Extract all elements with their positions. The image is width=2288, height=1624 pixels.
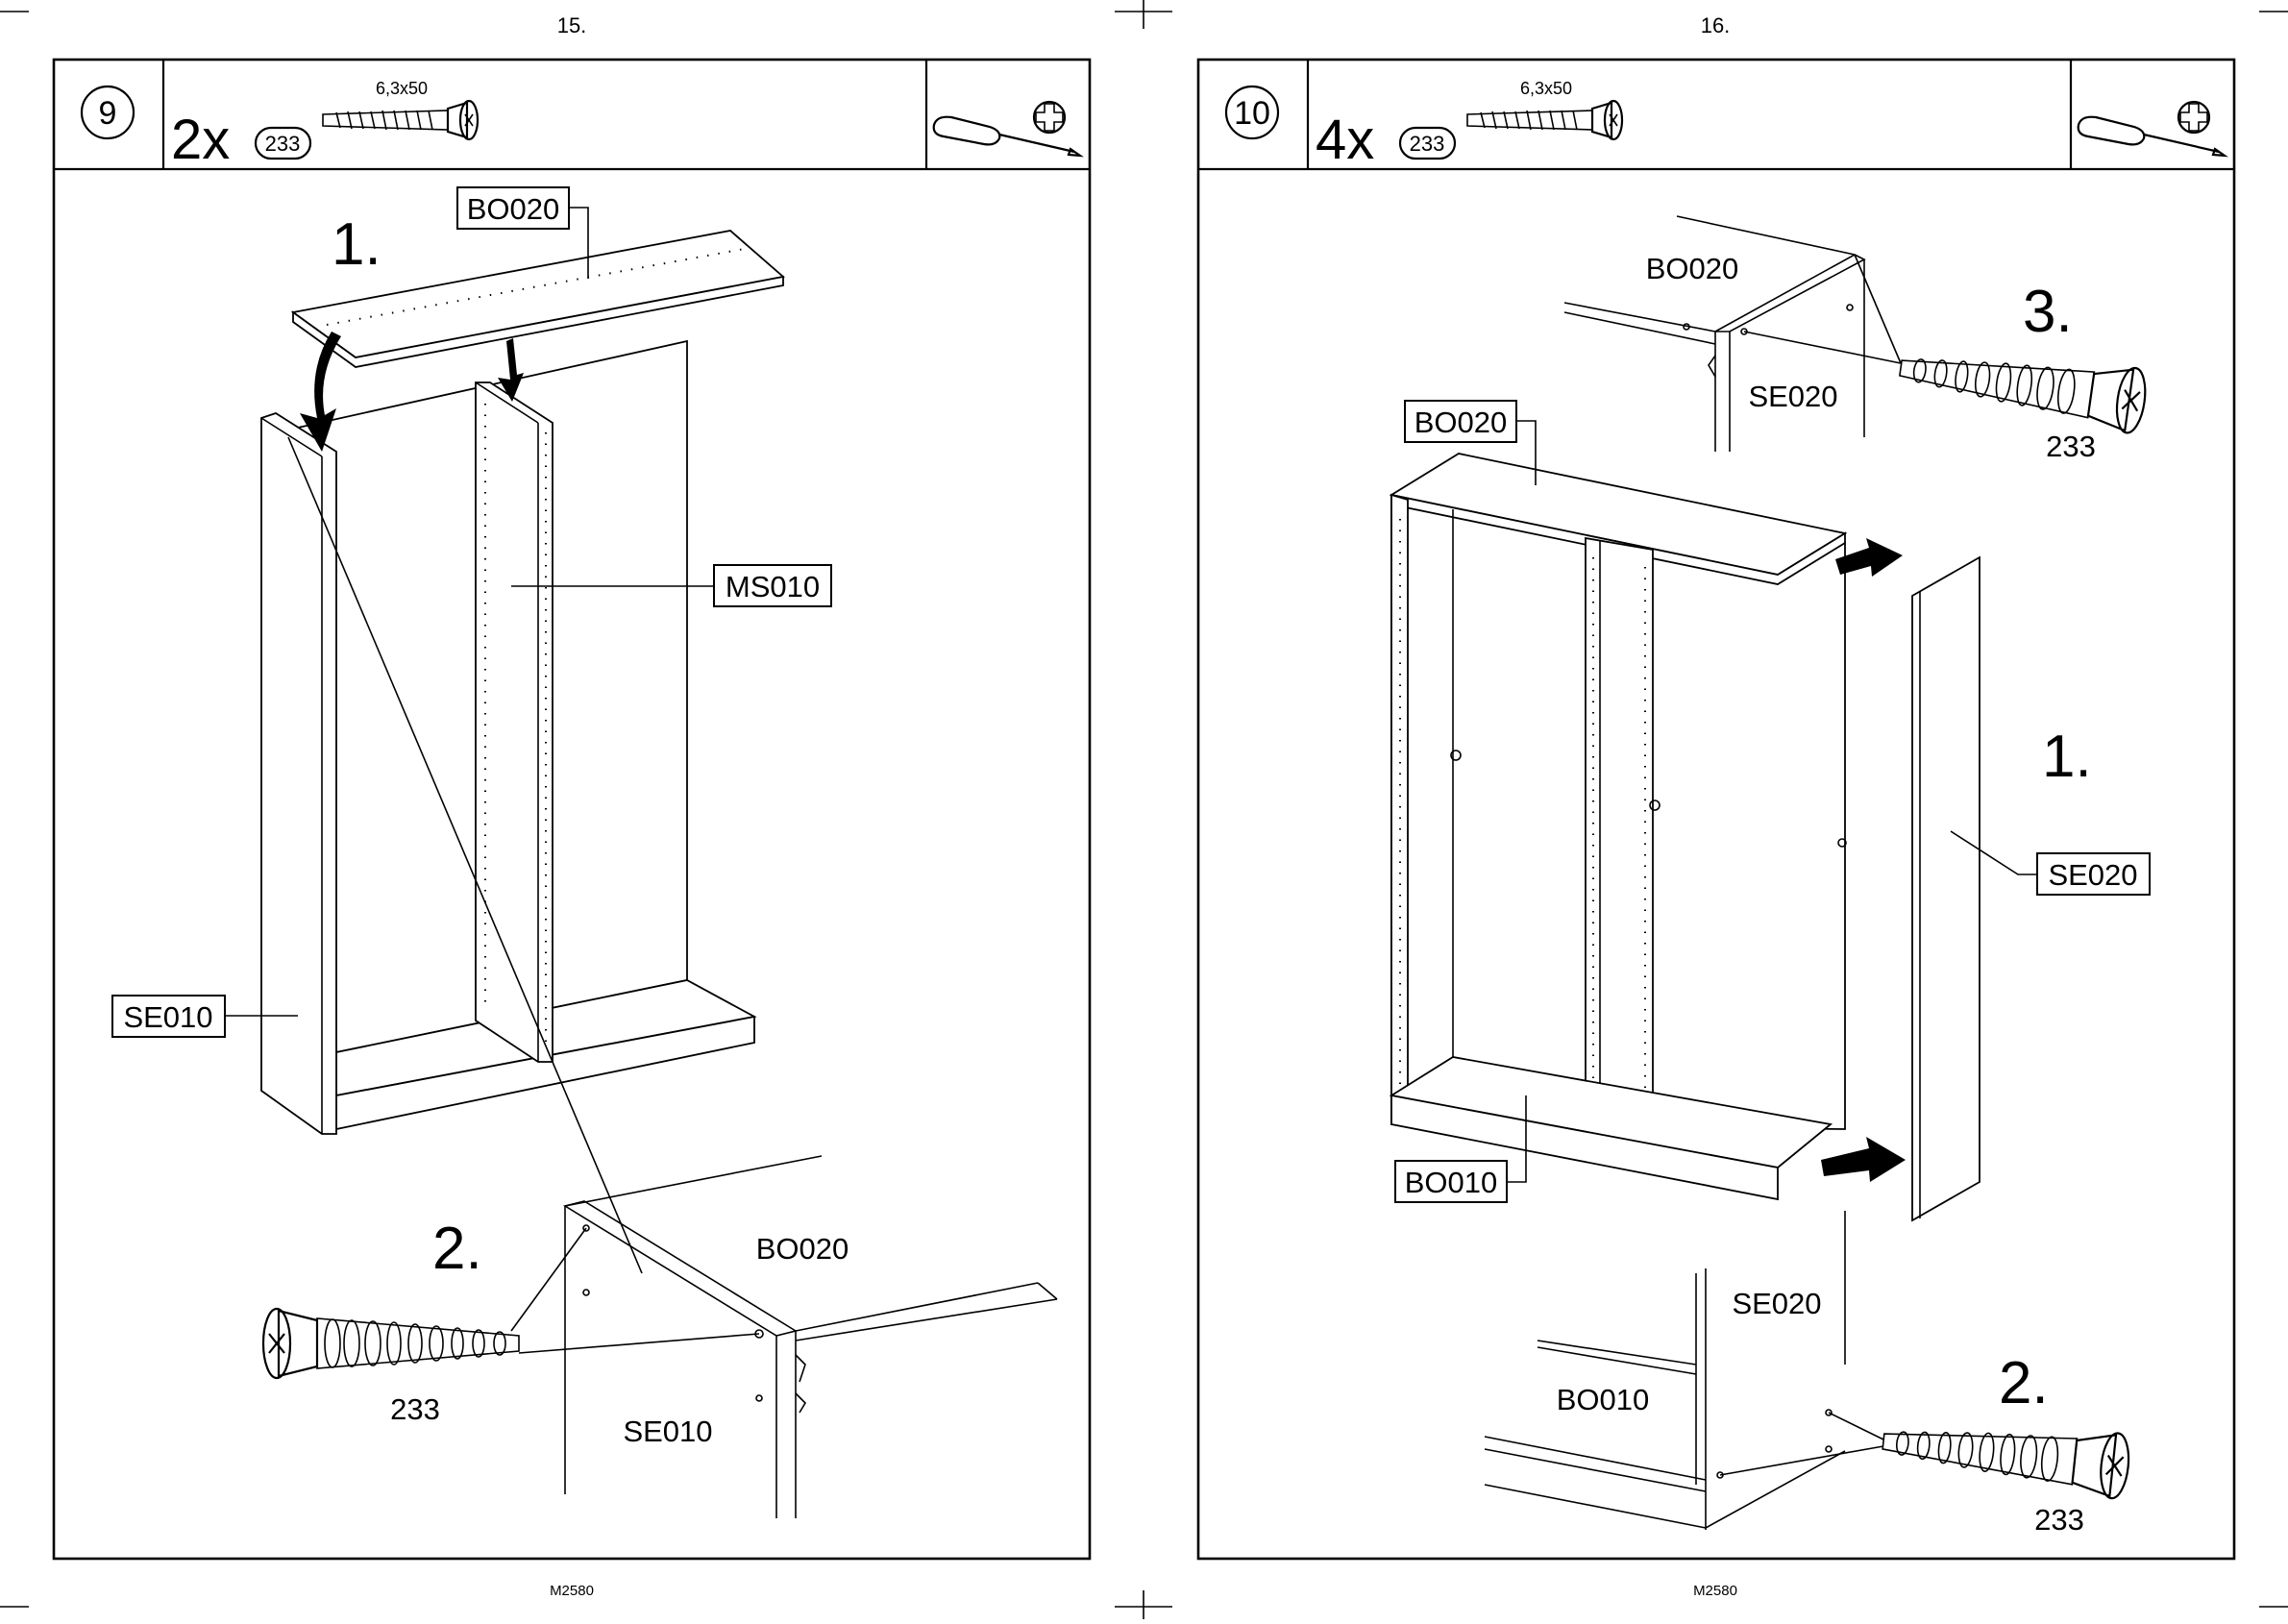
- footer-code: M2580: [1693, 1583, 1737, 1599]
- left-side-panel: [261, 413, 336, 1134]
- detail-screw-label: 233: [390, 1392, 440, 1426]
- left-side-panel: [1391, 495, 1408, 1124]
- detail-top-label: BO020: [1646, 252, 1739, 285]
- detail-side-label: SE020: [1748, 380, 1837, 413]
- svg-text:BO010: BO010: [1405, 1166, 1498, 1199]
- footer-code: M2580: [550, 1583, 594, 1599]
- detail-screw-label: 233: [2046, 430, 2096, 463]
- step-number: 10: [1234, 95, 1270, 132]
- svg-text:BO020: BO020: [467, 192, 560, 226]
- middle-panel: [476, 382, 553, 1062]
- svg-text:SE020: SE020: [2048, 858, 2137, 892]
- step-2-label: 2.: [432, 1216, 482, 1282]
- page-16: 16. 10 4x 233 6,3x50: [1198, 13, 2234, 1599]
- side-panel-se020: [1912, 557, 1980, 1220]
- middle-panel: [1586, 538, 1653, 1134]
- step-1-label: 1.: [2042, 724, 2092, 790]
- quantity-text: 4x: [1316, 109, 1374, 171]
- page-number: 15.: [557, 13, 587, 37]
- step-1-label: 1.: [332, 211, 381, 278]
- screw-spec: 6,3x50: [376, 79, 428, 98]
- page-15: 15. 9 2x 233 6,3x50: [54, 13, 1090, 1599]
- detail-bottom-label: BO010: [1557, 1383, 1650, 1416]
- svg-text:SE010: SE010: [123, 1000, 212, 1034]
- step-3-label: 3.: [2023, 279, 2073, 345]
- detail-top-label: BO020: [756, 1232, 849, 1266]
- step-number: 9: [99, 95, 117, 132]
- svg-text:BO020: BO020: [1415, 406, 1508, 439]
- detail-screw-label: 233: [2034, 1503, 2084, 1537]
- screw-spec: 6,3x50: [1520, 79, 1572, 98]
- step-2-label: 2.: [1999, 1350, 2049, 1416]
- part-badge-text: 233: [1410, 132, 1445, 156]
- page-number: 16.: [1701, 13, 1731, 37]
- detail-side-label: SE020: [1732, 1287, 1821, 1320]
- step-number-badge: 10: [1226, 86, 1278, 138]
- part-badge-text: 233: [265, 132, 301, 156]
- detail-side-label: SE010: [623, 1415, 712, 1448]
- svg-text:MS010: MS010: [726, 570, 820, 603]
- quantity-text: 2x: [171, 109, 230, 171]
